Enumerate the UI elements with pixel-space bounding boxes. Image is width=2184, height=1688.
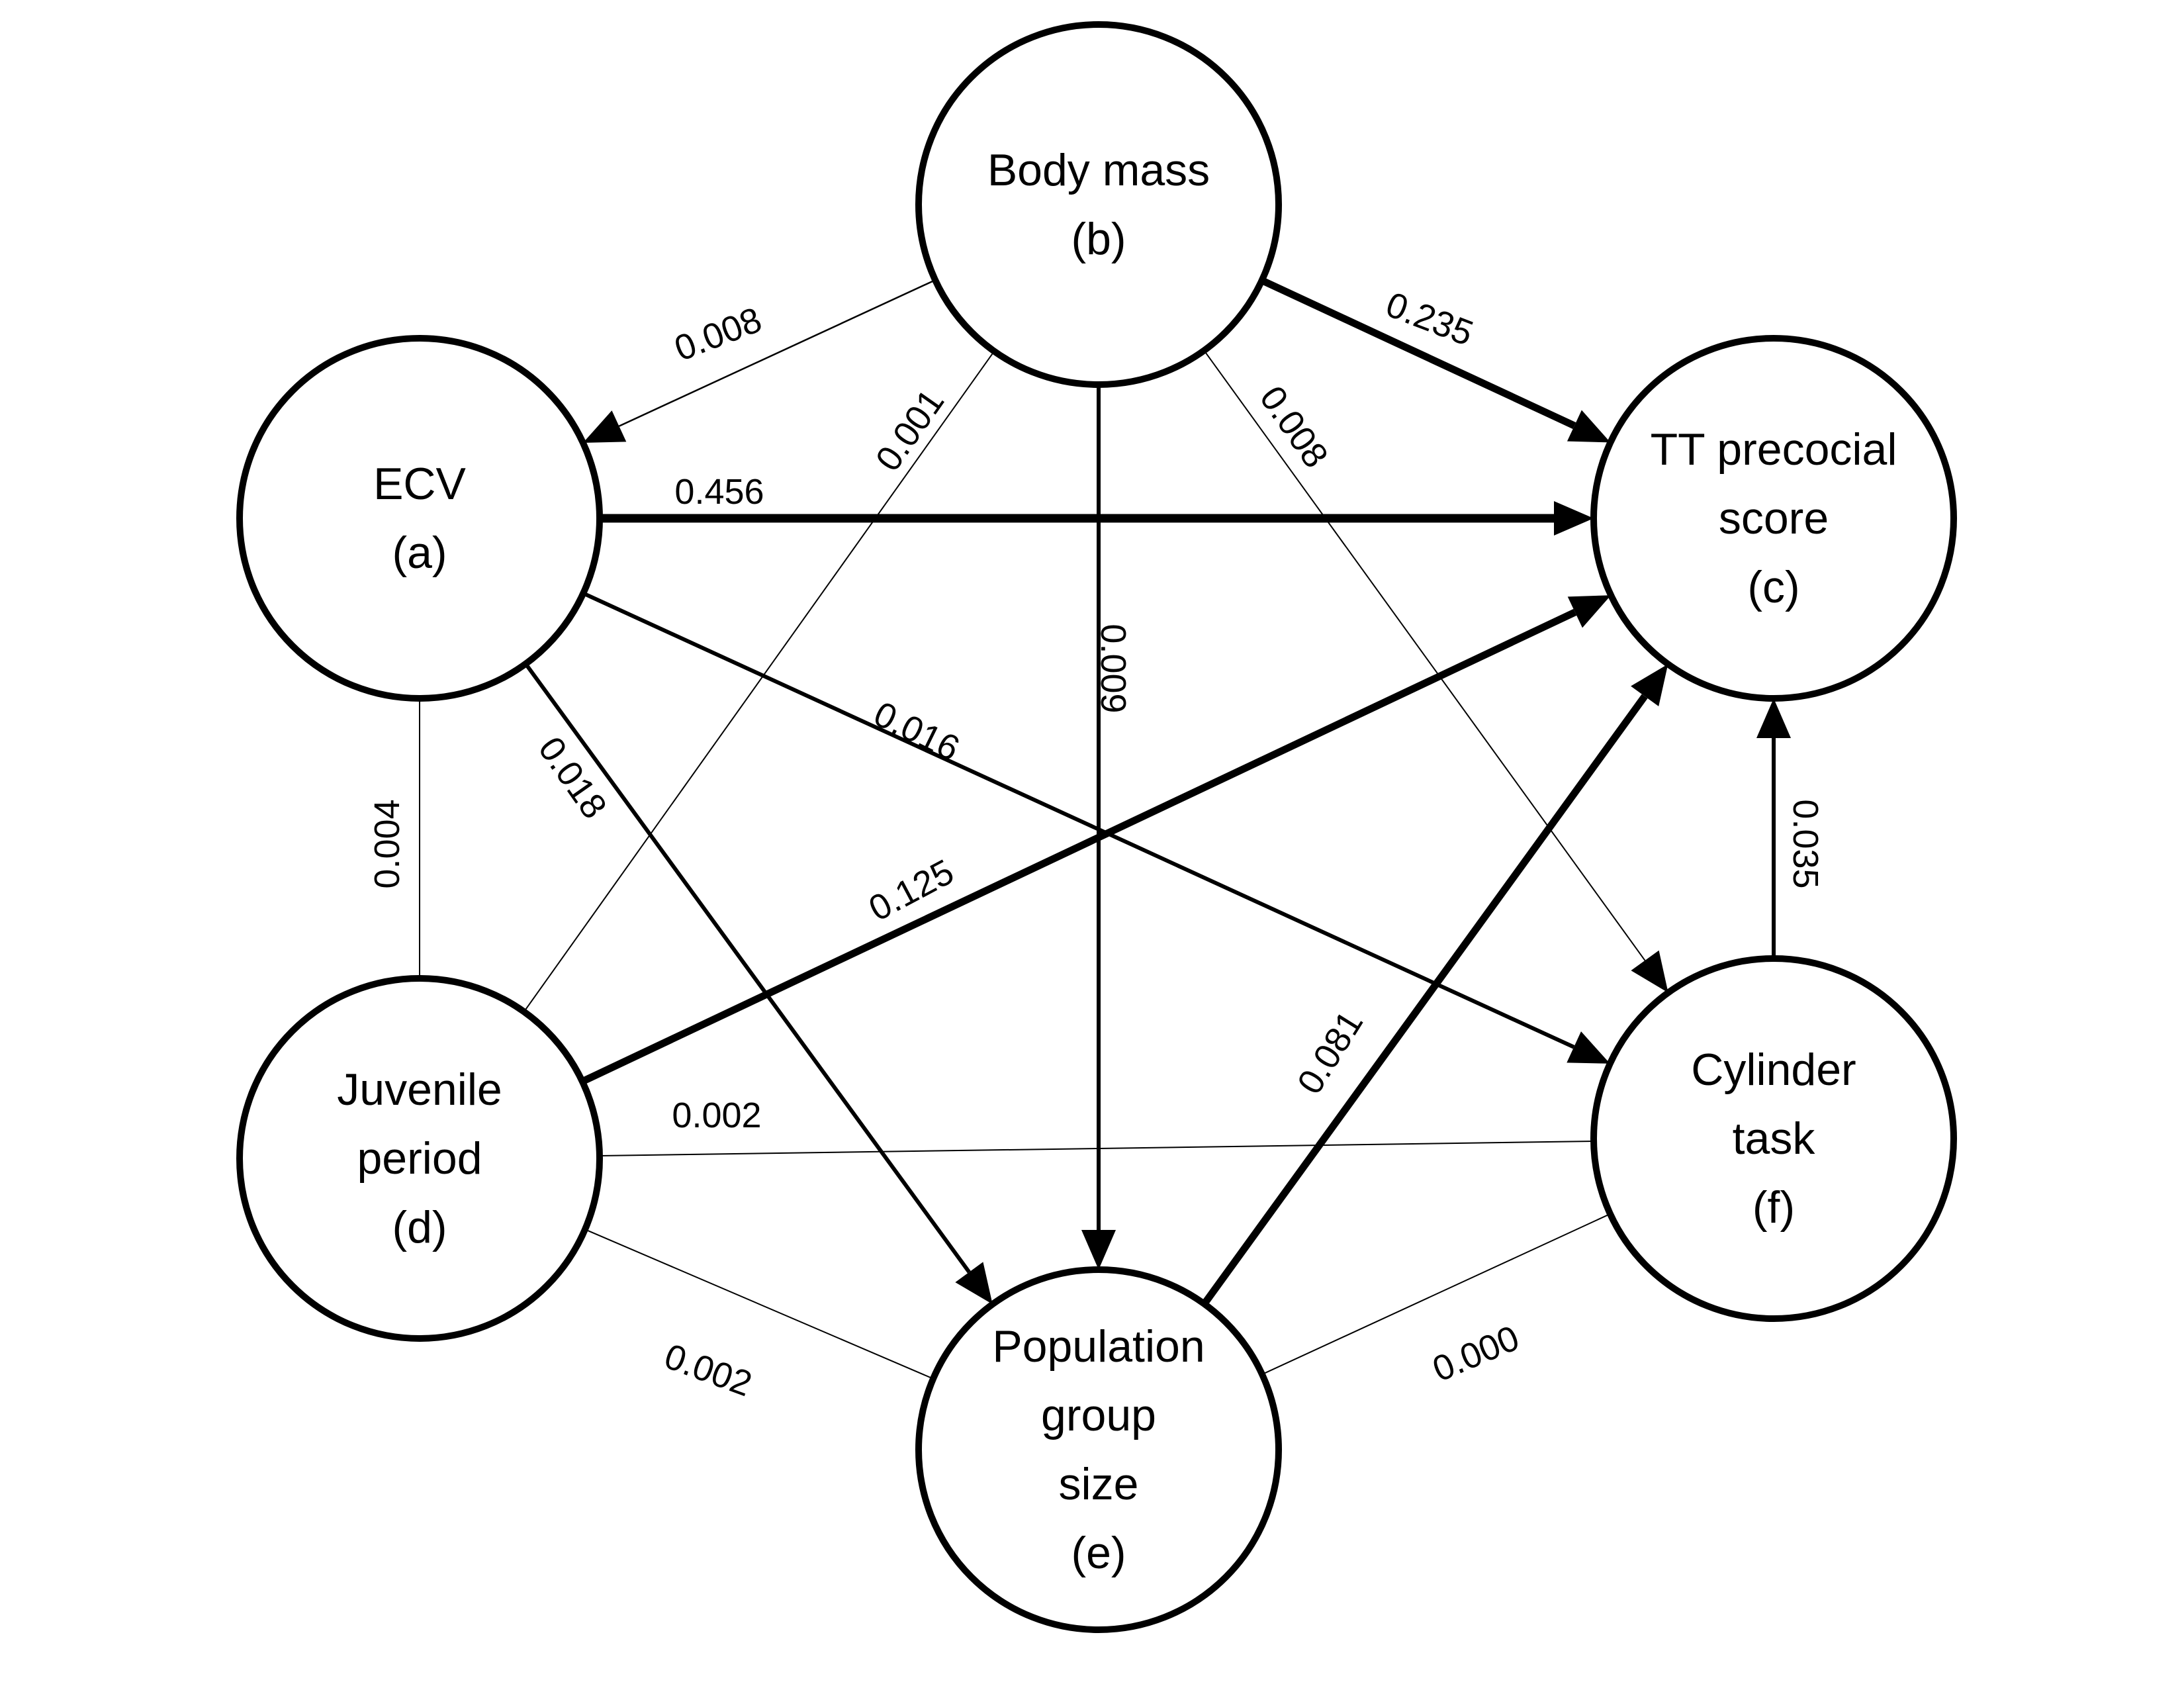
node-circle-d bbox=[236, 975, 603, 1342]
node-circle-e bbox=[915, 1266, 1282, 1633]
edge-line-a-f bbox=[582, 591, 1575, 1049]
arrowhead-e-c bbox=[1631, 664, 1668, 707]
edge-label-a-c: 0.456 bbox=[674, 472, 764, 512]
edge-label-b-f: 0.008 bbox=[1252, 379, 1336, 475]
node-b: Body mass (b) bbox=[915, 21, 1282, 388]
arrowhead-b-a bbox=[582, 410, 627, 443]
arrowhead-a-f bbox=[1567, 1031, 1610, 1064]
node-e: Population group size (e) bbox=[915, 1266, 1282, 1633]
edge-label-f-c: 0.035 bbox=[1786, 799, 1825, 888]
arrowhead-b-f bbox=[1631, 950, 1668, 993]
node-d: Juvenile period (d) bbox=[236, 975, 603, 1342]
edge-a-e bbox=[523, 663, 993, 1305]
node-label-b-line-0: Body mass bbox=[987, 145, 1210, 195]
node-c: TT precocial score (c) bbox=[1590, 335, 1957, 702]
node-label-d-line-2: (d) bbox=[392, 1202, 447, 1252]
edge-d-e bbox=[584, 1229, 934, 1380]
edge-line-d-c bbox=[580, 608, 1577, 1085]
arrowhead-a-c bbox=[1554, 501, 1594, 536]
edge-line-f-e bbox=[1261, 1213, 1611, 1376]
edge-label-b-d: 0.001 bbox=[868, 382, 952, 478]
edge-label-d-e: 0.002 bbox=[659, 1336, 757, 1405]
edge-label-a-e: 0.018 bbox=[531, 729, 615, 825]
node-label-c-line-2: (c) bbox=[1747, 562, 1799, 612]
node-label-d-line-0: Juvenile bbox=[337, 1064, 502, 1115]
node-label-e-line-0: Population bbox=[992, 1321, 1205, 1372]
node-label-c-line-0: TT precocial bbox=[1651, 424, 1897, 475]
edge-label-f-e: 0.000 bbox=[1427, 1318, 1525, 1389]
edge-e-c bbox=[1201, 664, 1668, 1307]
arrowhead-b-e bbox=[1081, 1230, 1116, 1270]
node-label-a-line-0: ECV bbox=[373, 459, 466, 509]
node-label-d-line-1: period bbox=[357, 1133, 482, 1184]
edge-line-d-f bbox=[599, 1140, 1594, 1157]
edge-label-b-e: 0.009 bbox=[1093, 624, 1133, 713]
edge-label-b-a: 0.008 bbox=[669, 300, 767, 369]
nodes-layer: ECV (a) Body mass (b) TT precocial score (c) Ju… bbox=[236, 21, 1957, 1633]
arrowhead-a-e bbox=[955, 1262, 993, 1305]
node-f: Cylinder task (f) bbox=[1590, 955, 1957, 1322]
node-label-f-line-1: task bbox=[1733, 1113, 1816, 1164]
edge-a-c bbox=[600, 501, 1594, 536]
edge-b-c bbox=[1260, 277, 1611, 443]
node-label-a-line-1: (a) bbox=[392, 528, 447, 578]
edge-b-d bbox=[523, 350, 995, 1013]
edge-label-d-c: 0.125 bbox=[862, 852, 960, 929]
node-label-b-line-1: (b) bbox=[1071, 214, 1126, 264]
edge-label-a-d: 0.004 bbox=[367, 799, 407, 888]
edge-line-a-e bbox=[523, 663, 971, 1274]
node-label-e-line-2: size bbox=[1059, 1459, 1139, 1509]
node-label-e-line-3: (e) bbox=[1071, 1528, 1126, 1578]
node-circle-b bbox=[915, 21, 1282, 388]
edge-line-e-c bbox=[1201, 694, 1648, 1307]
edge-label-a-f: 0.016 bbox=[868, 694, 966, 769]
node-label-e-line-1: group bbox=[1041, 1390, 1156, 1440]
node-label-f-line-2: (f) bbox=[1752, 1182, 1795, 1233]
edge-d-c bbox=[580, 595, 1612, 1085]
edge-line-b-f bbox=[1203, 350, 1646, 961]
edge-line-b-a bbox=[618, 279, 936, 427]
edge-f-c bbox=[1756, 698, 1791, 959]
edge-label-d-f: 0.002 bbox=[672, 1096, 761, 1135]
edge-f-e bbox=[1261, 1213, 1611, 1376]
edge-d-f bbox=[599, 1140, 1594, 1157]
node-circle-f bbox=[1590, 955, 1957, 1322]
arrowhead-d-c bbox=[1567, 595, 1612, 628]
edges-layer bbox=[419, 277, 1791, 1380]
node-circle-c bbox=[1590, 335, 1957, 702]
edge-b-e bbox=[1081, 385, 1116, 1270]
node-label-c-line-1: score bbox=[1719, 493, 1829, 543]
node-a: ECV (a) bbox=[236, 335, 603, 702]
edge-line-b-c bbox=[1260, 277, 1576, 430]
node-label-f-line-0: Cylinder bbox=[1691, 1045, 1856, 1095]
arrowhead-f-c bbox=[1756, 698, 1791, 738]
edge-line-d-e bbox=[584, 1229, 934, 1380]
edge-b-f bbox=[1203, 350, 1668, 993]
edge-b-a bbox=[582, 279, 936, 443]
node-circle-a bbox=[236, 335, 603, 702]
arrowhead-b-c bbox=[1567, 410, 1611, 443]
edge-a-f bbox=[582, 591, 1610, 1064]
edge-line-b-d bbox=[523, 350, 995, 1013]
